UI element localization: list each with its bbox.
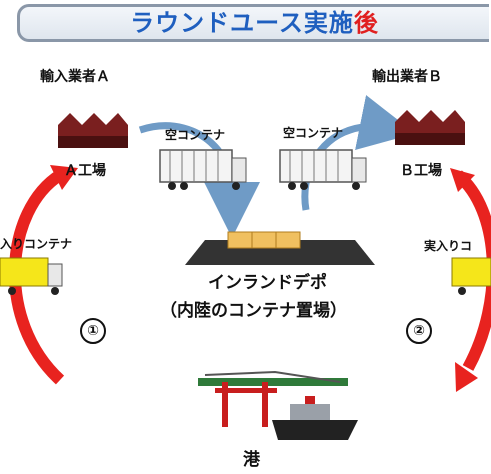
empty-container-left-label: 空コンテナ [165, 128, 226, 142]
port-label: 港 [243, 450, 260, 470]
exporter-name: 輸出業者Ｂ [372, 69, 442, 85]
title-banner: ラウンドユース実施後 [17, 4, 489, 42]
loaded-truck-right-icon [451, 257, 491, 295]
port-icon [198, 370, 358, 440]
empty-truck-right-icon [279, 149, 367, 190]
loaded-container-left-label: 入りコンテナ [0, 237, 73, 251]
loaded-container-right-label: 実入りコ [424, 239, 473, 253]
step-1-badge: ① [80, 318, 106, 344]
importer-name: 輸入業者Ａ [40, 69, 110, 85]
factory-b-label: Ｂ工場 [400, 163, 442, 179]
title-main: ラウンドユース実施 [130, 9, 354, 37]
depot-label: インランドデポ [208, 273, 327, 293]
right-cycle-arrow [453, 170, 491, 371]
depot-sublabel: （内陸のコンテナ置場） [160, 301, 347, 321]
title-accent: 後 [353, 9, 379, 37]
loaded-truck-left-icon [0, 257, 63, 295]
depot-icon [185, 231, 375, 265]
factory-b-icon [395, 110, 465, 145]
factory-a-icon [58, 113, 128, 148]
empty-truck-left-icon [159, 149, 247, 190]
step-2-badge: ② [406, 318, 432, 344]
empty-container-right-label: 空コンテナ [283, 126, 344, 140]
factory-a-label: Ａ工場 [64, 163, 106, 179]
